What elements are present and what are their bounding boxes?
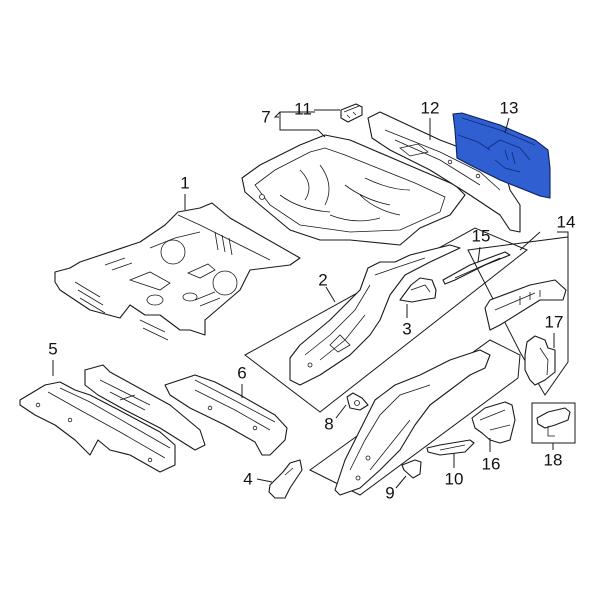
callout-17[interactable]: 17 xyxy=(544,312,564,332)
part-10-strip[interactable] xyxy=(426,439,475,456)
part-4-bracket[interactable] xyxy=(268,459,303,499)
callout-14[interactable]: 14 xyxy=(556,212,576,232)
part-1-floor-pan[interactable] xyxy=(54,202,301,341)
part-6-side-rail[interactable] xyxy=(164,374,288,456)
callout-9[interactable]: 9 xyxy=(385,483,395,503)
callout-7[interactable]: 7 xyxy=(261,107,271,127)
part-8-plate[interactable] xyxy=(346,392,369,411)
part-13-package-tray-highlighted[interactable] xyxy=(452,112,551,199)
callout-18[interactable]: 18 xyxy=(543,450,563,470)
callout-8[interactable]: 8 xyxy=(324,414,334,434)
callout-16[interactable]: 16 xyxy=(481,454,501,474)
callout-6[interactable]: 6 xyxy=(237,363,247,383)
callout-10[interactable]: 10 xyxy=(444,469,464,489)
part-7-spare-tire-well[interactable] xyxy=(241,134,466,246)
part-15-rail[interactable] xyxy=(442,251,511,285)
part-lower-rear-side-member[interactable] xyxy=(334,349,491,496)
part-9-bracket[interactable] xyxy=(401,459,422,479)
callout-1[interactable]: 1 xyxy=(180,173,190,193)
group-box-14-17 xyxy=(467,236,569,396)
callout-11[interactable]: 11 xyxy=(294,99,312,119)
callout-5[interactable]: 5 xyxy=(48,339,58,359)
callout-12[interactable]: 12 xyxy=(420,98,440,118)
callout-4[interactable]: 4 xyxy=(243,469,253,489)
part-11-bracket[interactable] xyxy=(340,103,363,123)
part-3-reinforcement[interactable] xyxy=(399,277,437,303)
part-5-crossmember[interactable] xyxy=(19,364,206,473)
part-14-extension[interactable] xyxy=(484,279,567,331)
part-18-box[interactable] xyxy=(531,402,576,444)
leader-lines xyxy=(52,109,569,489)
part-16-bracket[interactable] xyxy=(471,401,516,444)
part-2-rear-side-member[interactable] xyxy=(289,244,461,386)
callout-3[interactable]: 3 xyxy=(402,319,412,339)
part-17-bracket[interactable] xyxy=(524,335,556,386)
callout-13[interactable]: 13 xyxy=(499,98,519,118)
callout-15[interactable]: 15 xyxy=(471,226,491,246)
callout-2[interactable]: 2 xyxy=(318,270,328,290)
part-12-rear-crossmember[interactable] xyxy=(367,111,521,233)
